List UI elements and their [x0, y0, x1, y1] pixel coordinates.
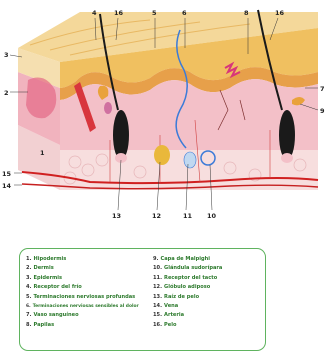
legend-number: 15. [153, 312, 162, 318]
legend-number: 7. [26, 312, 31, 318]
legend-label: Receptor del frío [33, 284, 81, 290]
legend-label: Dermis [33, 265, 53, 271]
legend-label: Papilas [33, 322, 54, 328]
legend-number: 8. [26, 322, 31, 328]
legend-number: 3. [26, 275, 31, 281]
label-16-right: 16 [275, 9, 285, 17]
legend-number: 4. [26, 284, 31, 290]
legend-item: 13.Raíz de pelo [153, 293, 222, 302]
legend-item: 11.Receptor del tacto [153, 274, 222, 283]
legend-item: 12.Glóbulo adiposo [153, 283, 222, 292]
legend-label: Glándula sudorípara [164, 265, 222, 271]
label-16-left: 16 [114, 9, 124, 17]
legend-item: 16.Pelo [153, 321, 222, 330]
label-7: 7 [320, 85, 325, 93]
legend-item: 14.Vena [153, 302, 222, 311]
legend-number: 16. [153, 322, 162, 328]
legend-item: 8.Papilas [26, 321, 139, 330]
legend-number: 6. [26, 304, 31, 309]
legend-column-left: 1.Hipodermis 2.Dermis 3.Epidermis 4.Rece… [26, 255, 139, 330]
legend-label: Vena [164, 303, 178, 309]
legend-number: 1. [26, 256, 31, 262]
legend-item: 9.Capa de Malpighi [153, 255, 222, 264]
label-10: 10 [207, 212, 217, 220]
hair-root-left [113, 110, 129, 160]
label-2: 2 [4, 89, 9, 97]
legend-number: 5. [26, 294, 31, 300]
legend-item: 7.Vaso sanguíneo [26, 311, 139, 320]
legend-number: 10. [153, 265, 162, 271]
label-3: 3 [4, 51, 9, 59]
label-9: 9 [320, 107, 325, 115]
legend-item: 10.Glándula sudorípara [153, 264, 222, 273]
legend-label: Pelo [164, 322, 176, 328]
label-15: 15 [2, 170, 12, 178]
legend-label: Raíz de pelo [164, 294, 199, 300]
legend-item: 5.Terminaciones nerviosas profundas [26, 293, 139, 302]
skin-cross-section-diagram: 4 16 5 6 8 16 3 2 1 15 14 7 9 13 12 11 1… [0, 0, 329, 225]
legend-number: 11. [153, 275, 162, 281]
legend-label: Epidermis [33, 275, 62, 281]
legend-label: Glóbulo adiposo [164, 284, 210, 290]
legend-label: Terminaciones nerviosas sensibles al dol… [33, 304, 139, 309]
adipose-globule [154, 145, 170, 165]
legend-label: Capa de Malpighi [160, 256, 210, 262]
legend-item: 15.Arteria [153, 311, 222, 320]
hair-root-right [279, 110, 295, 160]
legend-number: 13. [153, 294, 162, 300]
legend-item: 4.Receptor del frío [26, 283, 139, 292]
label-6: 6 [182, 9, 187, 17]
label-11: 11 [183, 212, 193, 220]
legend-item: 2.Dermis [26, 264, 139, 273]
cold-receptor [104, 102, 112, 114]
legend-box: 1.Hipodermis 2.Dermis 3.Epidermis 4.Rece… [19, 248, 266, 351]
legend-number: 14. [153, 303, 162, 309]
legend-number: 12. [153, 284, 162, 290]
label-13: 13 [112, 212, 121, 220]
legend-label: Arteria [164, 312, 184, 318]
label-4: 4 [92, 9, 97, 17]
label-14: 14 [2, 182, 12, 190]
legend-number: 2. [26, 265, 31, 271]
label-5: 5 [152, 9, 157, 17]
legend-label: Receptor del tacto [164, 275, 217, 281]
legend-label: Terminaciones nerviosas profundas [33, 294, 135, 300]
legend-label: Hipodermis [33, 256, 66, 262]
legend-item: 6.Terminaciones nerviosas sensibles al d… [26, 302, 139, 311]
legend-label: Vaso sanguíneo [33, 312, 78, 318]
legend-item: 1.Hipodermis [26, 255, 139, 264]
label-1: 1 [40, 149, 45, 157]
label-12: 12 [152, 212, 161, 220]
legend-item: 3.Epidermis [26, 274, 139, 283]
legend-number: 9. [153, 256, 158, 262]
legend-column-right: 9.Capa de Malpighi 10.Glándula sudorípar… [153, 255, 222, 330]
label-8: 8 [244, 9, 249, 17]
hair-bulb-right [281, 153, 293, 163]
touch-receptor [184, 152, 196, 168]
